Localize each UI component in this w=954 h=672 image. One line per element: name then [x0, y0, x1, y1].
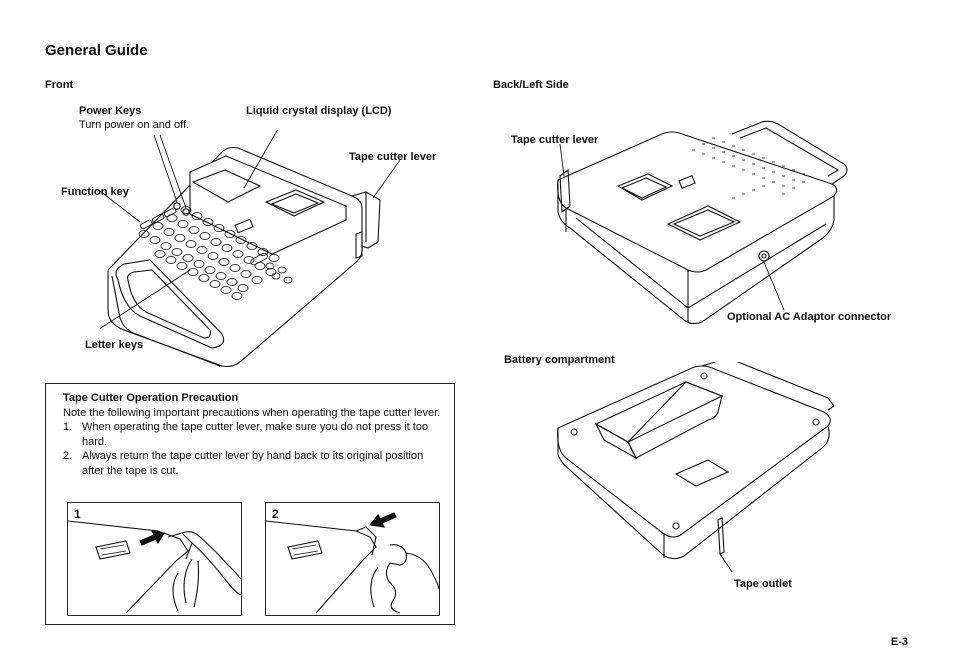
figure-number: 2 [272, 507, 279, 521]
precaution-item: 1. When operating the tape cutter lever,… [63, 420, 443, 449]
label-tape-outlet: Tape outlet [734, 578, 792, 590]
precaution-item-text: Always return the tape cutter lever by h… [82, 450, 424, 477]
label-ac-adaptor: Optional AC Adaptor connector [727, 311, 892, 323]
precaution-item: 2. Always return the tape cutter lever b… [63, 449, 443, 478]
front-device-illustration [100, 130, 400, 375]
label-lcd: Liquid crystal display (LCD) [246, 105, 392, 117]
label-battery-compartment: Battery compartment [504, 354, 615, 366]
figure-number: 1 [74, 507, 81, 521]
label-function-key: Function key [61, 186, 129, 198]
precaution-figure-1 [67, 502, 242, 616]
precaution-text: Tape Cutter Operation Precaution Note th… [63, 391, 443, 478]
bottom-device-illustration [552, 362, 842, 577]
label-front-tape-cutter-lever: Tape cutter lever [349, 151, 437, 163]
back-section-label: Back/Left Side [493, 79, 569, 91]
figure-2-illustration [266, 503, 439, 615]
page-title: General Guide [45, 42, 148, 59]
front-section-label: Front [45, 79, 74, 91]
precaution-item-number: 2. [63, 450, 73, 462]
precaution-title: Tape Cutter Operation Precaution [63, 392, 239, 404]
precaution-box [45, 383, 455, 625]
precaution-intro: Note the following important precautions… [63, 406, 441, 419]
figure-1-illustration [68, 503, 241, 615]
label-letter-keys: Letter keys [85, 339, 144, 351]
label-power-keys: Power Keys [79, 105, 142, 117]
precaution-figure-2 [265, 502, 440, 616]
precaution-item-number: 1. [63, 421, 73, 433]
page-number: E-3 [890, 636, 908, 648]
label-back-tape-cutter-lever: Tape cutter lever [511, 134, 599, 146]
back-device-illustration [552, 120, 852, 335]
label-power-keys-desc: Turn power on and off. [79, 119, 190, 131]
precaution-item-text: When operating the tape cutter lever, ma… [82, 421, 429, 448]
